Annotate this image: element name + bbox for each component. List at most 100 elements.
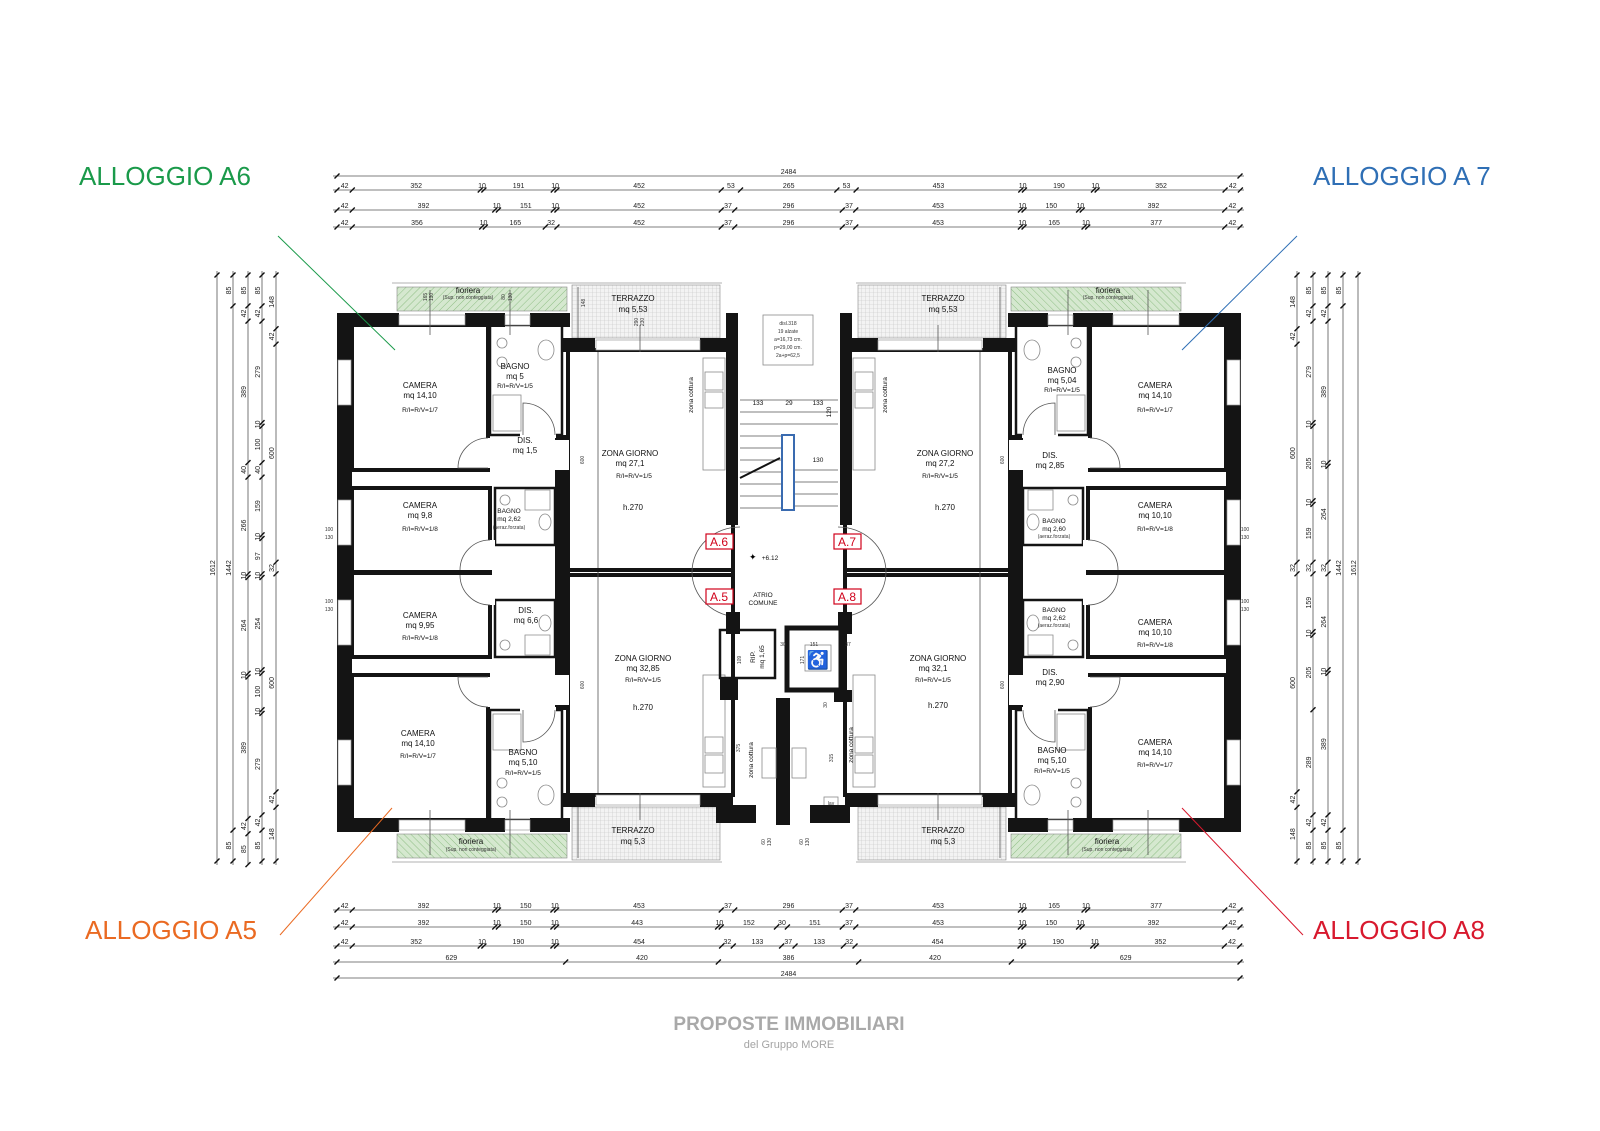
room-ratio: R/I=R/V=1/5 (915, 677, 951, 684)
dimension-tick (737, 187, 744, 193)
dimension-label: 165 (423, 293, 429, 302)
dimension-value: 392 (1148, 920, 1160, 927)
room-name: CAMERA (1138, 381, 1173, 390)
dimension-tick (730, 943, 737, 949)
kitchen-label: zona cottura (848, 727, 855, 763)
dimension-value: 32 (269, 564, 276, 572)
dimension-value: 10 (493, 903, 501, 910)
dimension-value: 42 (1321, 310, 1328, 318)
dimension-value: 42 (341, 203, 349, 210)
room-name: DIS. (1042, 451, 1058, 460)
inner-dimensions: 600 600 600 600 148 290 230 165 130 80 1… (325, 293, 1250, 847)
dimension-tick (334, 907, 340, 913)
tag-a7: A.7 (838, 535, 856, 549)
stair-dim: 133 (813, 400, 824, 407)
dimension-tick (1294, 559, 1300, 566)
dimension-label: 130 (325, 535, 334, 541)
room-area: mq 5,10 (1038, 756, 1067, 765)
dimension-value: 42 (1228, 920, 1236, 927)
dimension-tick (550, 187, 557, 193)
dimension-value: 32 (724, 939, 732, 946)
dimension-label: 600 (1000, 681, 1006, 690)
dimension-tick (1221, 924, 1228, 930)
dimension-tick (1325, 666, 1331, 673)
room-area: mq 5,3 (931, 837, 956, 846)
dimension-tick (259, 459, 265, 466)
dimension-value: 85 (1306, 842, 1313, 850)
rip-dim: 109 (737, 656, 743, 665)
dimension-tick (349, 943, 356, 949)
dimension-value: 85 (255, 842, 262, 850)
kitchen-label: zona cottura (748, 742, 755, 778)
dimension-tick (480, 187, 487, 193)
dimension-value: 42 (1229, 183, 1237, 190)
dimension-value: 296 (783, 903, 795, 910)
dimension-tick (245, 272, 251, 278)
dimension-tick (259, 423, 265, 430)
lav-label: lav (828, 801, 835, 807)
dimension-value: 10 (241, 671, 248, 679)
dimension-label: 130 (325, 607, 334, 613)
dimension-tick (1079, 924, 1086, 930)
dimension-value: 42 (255, 310, 262, 318)
dimension-value: 159 (1306, 597, 1313, 609)
dimension-value: 42 (341, 939, 349, 946)
dimension-value: 85 (1321, 286, 1328, 294)
dimension-value: 151 (520, 203, 532, 210)
room-name: DIS. (1042, 668, 1058, 677)
dimension-value: 100 (255, 438, 262, 450)
room-area: mq 9,95 (406, 621, 435, 630)
dimension-value: 85 (255, 286, 262, 294)
apartment-a5-labels: CAMERA mq 9,95 R/I=R/V=1/8 DIS. mq 6,6 C… (400, 606, 755, 853)
dimension-value: 289 (1306, 756, 1313, 768)
dimension-value: 85 (226, 286, 233, 294)
dimension-value: 264 (1321, 616, 1328, 628)
room-area: mq 2,60 (1042, 526, 1066, 533)
dimension-value: 10 (493, 203, 501, 210)
dimension-value: 389 (1321, 386, 1328, 398)
dimension-value: 148 (1290, 296, 1297, 308)
dimension-tick (1355, 272, 1361, 278)
dimension-tick (273, 272, 279, 278)
dimension-tick (1017, 187, 1024, 193)
dimension-label: 100 (1241, 599, 1250, 605)
dimension-value: 150 (1045, 920, 1057, 927)
dimension-value: 42 (269, 796, 276, 804)
room-area: mq 2,90 (1036, 678, 1065, 687)
dimension-value: 352 (410, 183, 422, 190)
room-name: TERRAZZO (921, 294, 964, 303)
dimension-tick (1310, 628, 1316, 635)
dimension-value: 10 (255, 572, 262, 580)
dimension-tick (1294, 788, 1300, 795)
dimension-tick (553, 187, 560, 193)
dimension-label: 130 (805, 838, 811, 847)
dimension-value: 296 (783, 203, 795, 210)
dimension-label: 130 (429, 293, 435, 302)
dimension-value: 37 (845, 920, 853, 927)
dimension-tick (718, 187, 725, 193)
dimension-tick (245, 574, 251, 581)
dimension-value: 2484 (781, 169, 797, 176)
room-area: mq 27,2 (926, 459, 955, 468)
room-name: BAGNO (497, 508, 520, 515)
leader-a6 (277, 235, 396, 351)
dimension-value: 40 (255, 466, 262, 474)
dimension-tick (1340, 272, 1346, 278)
dimension-label: 130 (508, 293, 514, 302)
dimension-tick (1021, 207, 1028, 213)
dimension-value: 2484 (781, 971, 797, 978)
dimension-value: 452 (633, 220, 645, 227)
dimension-tick (1090, 187, 1097, 193)
dimension-value: 377 (1150, 220, 1162, 227)
dimension-label: 290 (634, 318, 640, 327)
dimension-tick (214, 858, 220, 864)
room-area: mq 5,10 (509, 758, 538, 767)
dimension-value: 42 (1290, 332, 1297, 340)
apartment-a8-labels: BAGNO mq 2,62 (aeraz.forzata) CAMERA mq … (828, 607, 1173, 853)
dimension-label: 130 (767, 838, 773, 847)
dimension-value: 600 (1290, 677, 1297, 689)
dimension-tick (550, 207, 557, 213)
dimension-value: 42 (269, 332, 276, 340)
dimension-value: 42 (341, 903, 349, 910)
stair-info-line: 2a+p=62,5 (776, 353, 800, 359)
